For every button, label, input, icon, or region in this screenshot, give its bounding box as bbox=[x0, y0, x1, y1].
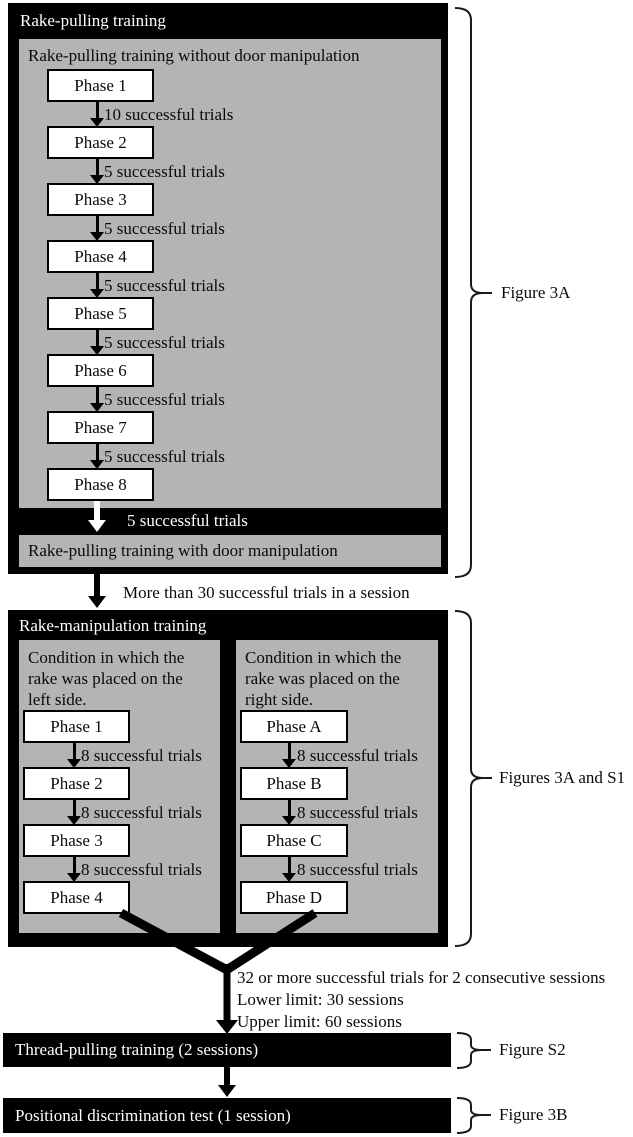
down-arrow-icon bbox=[89, 443, 105, 469]
transition-label: 8 successful trials bbox=[297, 803, 418, 822]
stage3-title: Thread-pulling training (2 sessions) bbox=[15, 1040, 259, 1059]
transition-label: 10 successful trials bbox=[104, 105, 234, 124]
transition-label: 5 successful trials bbox=[104, 390, 225, 409]
down-arrow-icon bbox=[89, 101, 105, 127]
stage1-title: Rake-pulling training bbox=[20, 11, 166, 30]
down-arrow-icon bbox=[89, 158, 105, 184]
down-arrow-icon bbox=[66, 856, 82, 882]
right-condition-line: rake was placed on the bbox=[245, 669, 400, 688]
exit-criteria-line: Lower limit: 30 sessions bbox=[237, 990, 404, 1009]
down-arrow-icon bbox=[281, 742, 297, 768]
transition-label: 8 successful trials bbox=[297, 860, 418, 879]
transition-label: 8 successful trials bbox=[81, 860, 202, 879]
transition-label: 5 successful trials bbox=[104, 276, 225, 295]
brace-figure-s2-icon bbox=[456, 1032, 491, 1069]
stage1-band-label: 5 successful trials bbox=[127, 511, 248, 530]
figure-label-3b: Figure 3B bbox=[499, 1105, 568, 1124]
phase-box: Phase C bbox=[240, 824, 348, 857]
figure-label-s2: Figure S2 bbox=[499, 1040, 566, 1059]
transition-label: 8 successful trials bbox=[81, 803, 202, 822]
left-condition-line: Condition in which the bbox=[28, 648, 185, 667]
stage1-doorbox-title: Rake-pulling training with door manipula… bbox=[28, 541, 338, 560]
right-condition-line: right side. bbox=[245, 690, 313, 709]
phase-box: Phase D bbox=[240, 881, 348, 914]
stage-transition-label: More than 30 successful trials in a sess… bbox=[123, 583, 410, 602]
transition-label: 8 successful trials bbox=[81, 746, 202, 765]
phase-box: Phase 3 bbox=[23, 824, 130, 857]
down-arrow-white-icon bbox=[87, 501, 107, 532]
phase-box: Phase 4 bbox=[23, 881, 130, 914]
down-arrow-icon bbox=[89, 272, 105, 298]
transition-label: 5 successful trials bbox=[104, 162, 225, 181]
figure-label-3a: Figure 3A bbox=[501, 283, 571, 302]
phase-box: Phase 1 bbox=[23, 710, 130, 743]
stage4-title: Positional discrimination test (1 sessio… bbox=[15, 1105, 291, 1125]
phase-box: Phase 7 bbox=[47, 411, 154, 444]
brace-figures-3a-s1-icon bbox=[454, 610, 492, 947]
down-arrow-icon bbox=[66, 799, 82, 825]
exit-criteria-line: 32 or more successful trials for 2 conse… bbox=[237, 968, 606, 987]
brace-figure-3b-icon bbox=[456, 1097, 491, 1134]
phase-box: Phase 2 bbox=[47, 126, 154, 159]
phase-box: Phase B bbox=[240, 767, 348, 800]
phase-box: Phase 6 bbox=[47, 354, 154, 387]
down-arrow-icon bbox=[281, 856, 297, 882]
phase-box: Phase 8 bbox=[47, 468, 154, 501]
phase-box: Phase 3 bbox=[47, 183, 154, 216]
stage1-doorbox: Rake-pulling training with door manipula… bbox=[19, 535, 441, 567]
figure-label-3a-s1: Figures 3A and S1 bbox=[499, 768, 626, 787]
down-arrow-icon bbox=[87, 574, 107, 608]
phase-box: Phase 5 bbox=[47, 297, 154, 330]
phase-box: Phase 1 bbox=[47, 69, 154, 102]
left-condition-line: left side. bbox=[28, 690, 87, 709]
left-condition-line: rake was placed on the bbox=[28, 669, 183, 688]
down-arrow-icon bbox=[89, 386, 105, 412]
phase-box: Phase 4 bbox=[47, 240, 154, 273]
down-arrow-icon bbox=[66, 742, 82, 768]
brace-figure-3a-icon bbox=[454, 7, 492, 578]
phase-box: Phase A bbox=[240, 710, 348, 743]
stage2-title: Rake-manipulation training bbox=[19, 616, 207, 635]
transition-label: 5 successful trials bbox=[104, 447, 225, 466]
down-arrow-icon bbox=[89, 329, 105, 355]
stage3-bar: Thread-pulling training (2 sessions) bbox=[3, 1033, 451, 1067]
down-arrow-icon bbox=[281, 799, 297, 825]
transition-label: 8 successful trials bbox=[297, 746, 418, 765]
stage1-subpanel-title: Rake-pulling training without door manip… bbox=[28, 46, 360, 65]
right-condition-line: Condition in which the bbox=[245, 648, 402, 667]
phase-box: Phase 2 bbox=[23, 767, 130, 800]
stage4-bar: Positional discrimination test (1 sessio… bbox=[3, 1098, 451, 1133]
converge-arrowhead-icon bbox=[216, 1020, 238, 1034]
down-arrow-icon bbox=[89, 215, 105, 241]
transition-label: 5 successful trials bbox=[104, 219, 225, 238]
down-arrow-icon bbox=[217, 1067, 237, 1097]
transition-label: 5 successful trials bbox=[104, 333, 225, 352]
exit-criteria-line: Upper limit: 60 sessions bbox=[237, 1012, 402, 1031]
